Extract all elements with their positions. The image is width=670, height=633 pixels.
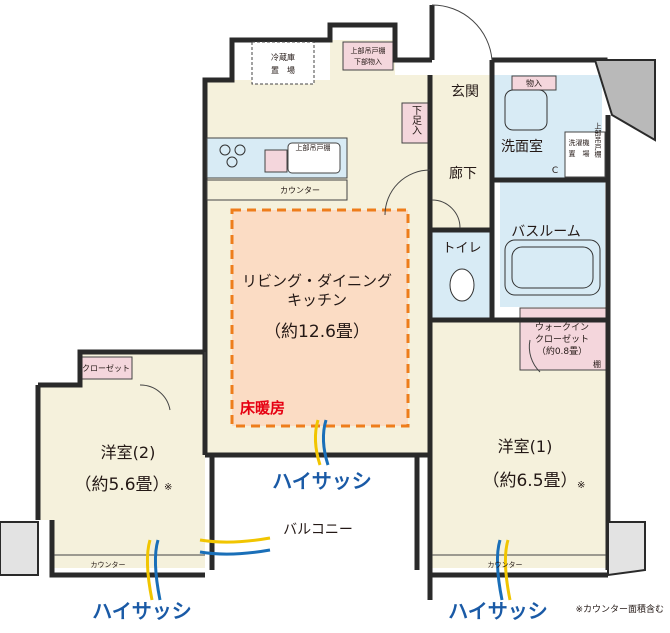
room2-counter-label: カウンター (91, 560, 126, 569)
room2-area-mark: ※ (164, 482, 172, 493)
stove-burner-icon (219, 144, 231, 156)
sash-label-top: ハイサッシ (272, 469, 372, 493)
upper-cabinet-box (342, 41, 394, 71)
upper-cabinet-label-2: 下部物入 (354, 57, 382, 66)
walkin-label-line1: ウォークイン (535, 322, 589, 333)
sash-label-bottom-right: ハイサッシ (448, 599, 548, 623)
footnote: ※カウンター面積含む (575, 603, 664, 615)
washer-space (564, 131, 606, 178)
kitchen-upper-cabinet-label: 上部吊戸棚 (296, 143, 331, 152)
kitchen-counter-label: カウンター (280, 186, 320, 195)
washbasin-icon (504, 89, 548, 131)
shelf-label: 棚 (593, 359, 601, 369)
ldk-label-line1: リビング・ダイニング (242, 272, 392, 290)
washer-upper-label: 上部吊戸棚 (594, 122, 602, 159)
ldk-size: （約12.6畳） (264, 322, 370, 342)
c-mark: C (552, 166, 558, 176)
shoe-box-label: 下足入 (410, 105, 422, 135)
room1-counter-label: カウンター (488, 560, 523, 569)
room1-size: （約6.5畳） (482, 471, 577, 491)
walkin-label-line2: クローゼット (535, 333, 589, 345)
kitchen-counter (206, 137, 348, 201)
toilet-icon (449, 268, 475, 302)
walls (35, 5, 627, 600)
ldk-label-line2: キッチン (287, 291, 347, 309)
room2-name: 洋室(2) (101, 443, 156, 462)
shoe-box (401, 102, 429, 144)
storage-label: 物入 (526, 78, 542, 88)
walkin-size: （約0.8畳） (537, 345, 587, 357)
column-right (593, 59, 656, 142)
hallway-label: 廊下 (449, 165, 477, 182)
balcony-label: バルコニー (283, 522, 353, 538)
doors (139, 4, 541, 411)
floor-heating-area (230, 208, 410, 428)
room2-size: （約5.6畳） (74, 475, 169, 495)
room1-area-mark: ※ (577, 480, 585, 491)
fridge-label-line2: 置 場 (271, 65, 295, 75)
column-left-bottom (0, 521, 39, 576)
room1-name: 洋室(1) (498, 437, 553, 456)
sash-marks (145, 419, 512, 601)
entrance-label: 玄関 (451, 83, 479, 100)
bathroom-label: バスルーム (511, 224, 581, 240)
washer-label-line2: 置 場 (569, 149, 590, 158)
sash-label-bottom-left: ハイサッシ (92, 599, 192, 623)
entrance-floor (430, 75, 490, 110)
toilet-label: トイレ (442, 241, 481, 256)
upper-cabinet-label-1: 上部吊戸棚 (351, 46, 386, 55)
column-right-bottom (607, 521, 646, 577)
stove-burner-icon (234, 144, 246, 156)
washer-label-line1: 洗濯機 (569, 138, 590, 147)
floor-heating-label: 床暖房 (240, 399, 285, 417)
closet-label: クローゼット (82, 363, 130, 373)
bathtub-icon (504, 239, 601, 296)
fridge-label-line1: 冷蔵庫 (271, 52, 295, 62)
stove-burner-icon (226, 156, 238, 168)
washroom-label: 洗面室 (501, 138, 543, 155)
room2-floor (38, 352, 205, 568)
fridge-space (251, 41, 315, 85)
